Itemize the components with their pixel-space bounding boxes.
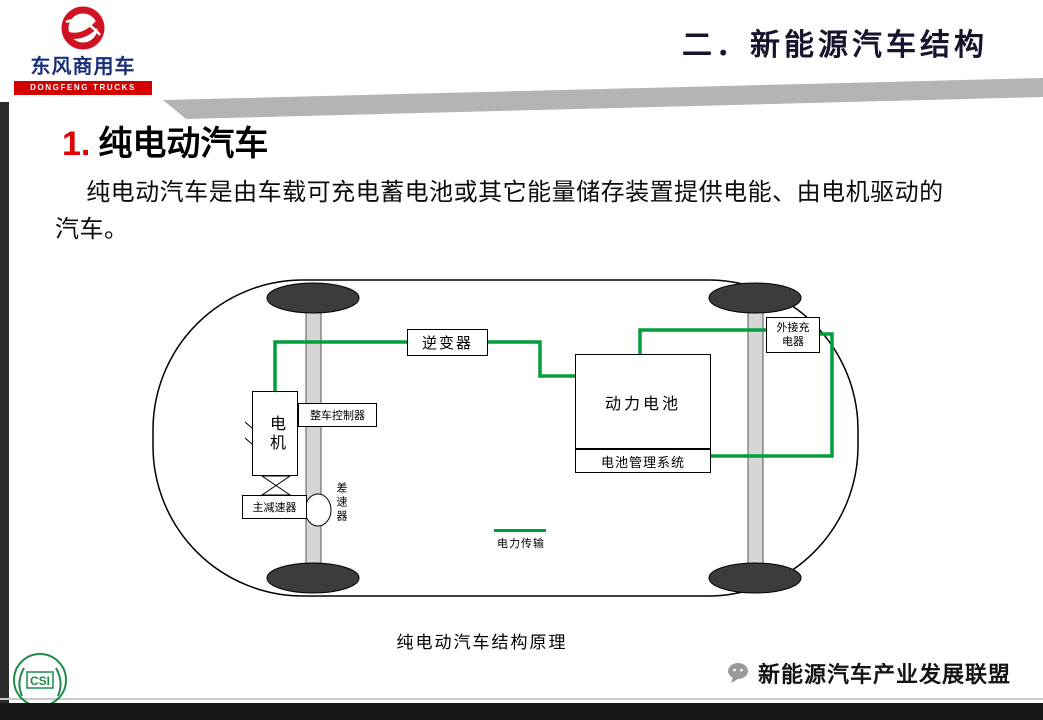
dongfeng-logo: 东风商用车 DONGFENG TRUCKS — [14, 6, 152, 95]
slide-heading: 1.纯电动汽车 — [62, 116, 268, 165]
wire-inverter-to-battery — [488, 340, 575, 378]
alliance-watermark: 新能源汽车产业发展联盟 — [727, 657, 1011, 689]
power-battery-box: 动力电池 — [575, 354, 711, 449]
wheel-top-left — [266, 282, 360, 314]
diagram-canvas — [152, 279, 859, 597]
ev-structure-diagram: 逆变器 电机 整车控制器 主减速器 差速器 动力电池 电池管理系统 外接充 电器… — [150, 272, 870, 604]
heading-number: 1. — [62, 125, 91, 163]
differential-label: 差速器 — [335, 482, 347, 524]
body-paragraph: 纯电动汽车是由车载可充电蓄电池或其它能量储存装置提供电能、由电机驱动的汽车。 — [55, 179, 944, 244]
vehicle-controller-label: 整车控制器 — [310, 410, 365, 422]
inverter-box: 逆变器 — [407, 329, 488, 356]
car-body-outline — [152, 279, 859, 597]
power-battery-label: 动力电池 — [604, 395, 681, 413]
csi-emblem-text: CSI — [30, 674, 50, 688]
motor-box: 电机 — [252, 391, 298, 476]
wheel-top-right — [708, 282, 802, 314]
brand-name-cn: 东风商用车 — [30, 56, 136, 78]
battery-management-label: 电池管理系统 — [600, 454, 685, 470]
left-edge-bar — [0, 102, 9, 703]
csi-emblem-icon: CSI — [13, 653, 67, 707]
wechat-icon — [727, 663, 748, 683]
wheel-bottom-left — [266, 562, 360, 594]
legend-power-line — [494, 529, 546, 532]
external-charger-label-line2: 电器 — [782, 336, 804, 348]
wire-motor-to-inverter — [273, 340, 407, 391]
bottom-edge-bar — [0, 703, 1043, 720]
motor-label: 电机 — [267, 414, 284, 453]
motor-reducer-coupling — [260, 475, 292, 496]
legend-label: 电力传输 — [497, 538, 545, 550]
motor-mount-marks — [244, 421, 253, 445]
external-charger-label-line1: 外接充 — [776, 321, 810, 334]
external-charger-box: 外接充 电器 — [766, 317, 820, 353]
brand-name-en: DONGFENG TRUCKS — [14, 81, 152, 95]
main-reducer-label: 主减速器 — [252, 502, 297, 514]
differential-shape — [304, 493, 332, 527]
battery-management-box: 电池管理系统 — [575, 449, 711, 473]
wire-battery-to-charger — [638, 328, 766, 354]
wheel-bottom-right — [708, 562, 802, 594]
footer-divider — [0, 698, 1043, 700]
wire-charger-to-bms — [711, 332, 834, 458]
dongfeng-emblem-icon — [61, 6, 105, 50]
rear-axle — [747, 311, 764, 565]
main-reducer-box: 主减速器 — [242, 495, 307, 519]
section-header-title: 二．新能源汽车结构 — [682, 29, 988, 62]
diagram-caption: 纯电动汽车结构原理 — [396, 633, 568, 652]
vehicle-controller-box: 整车控制器 — [298, 403, 377, 427]
alliance-name: 新能源汽车产业发展联盟 — [757, 662, 1011, 687]
inverter-label: 逆变器 — [421, 335, 473, 352]
heading-title: 纯电动汽车 — [98, 125, 269, 163]
